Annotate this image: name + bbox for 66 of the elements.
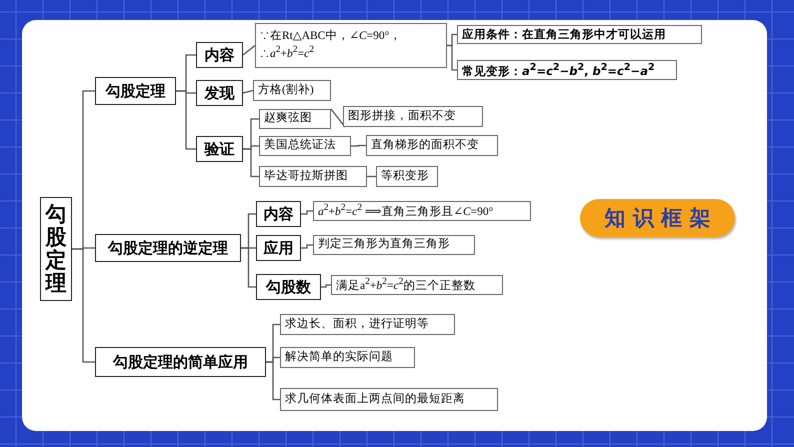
connector-line (321, 284, 331, 288)
node-label: 勾股数 (266, 278, 311, 296)
root-box (40, 197, 72, 301)
content-box (255, 23, 447, 68)
node-label: 发现 (204, 84, 234, 102)
node-label: 满足a$^{2}$+b$^{2}$=c$^{2}$的三个正整数 (336, 276, 476, 294)
node-label: 直角梯形的面积不变 (371, 138, 479, 152)
node-label: 图形拼接，面积不变 (348, 110, 456, 124)
node-label: 应用 (264, 238, 294, 258)
content-box (253, 80, 331, 101)
content-box (457, 25, 702, 44)
connector-line (242, 45, 256, 56)
connector-line (447, 44, 457, 71)
content-box (259, 166, 367, 187)
node-label: 判定三角形为直角三角形 (318, 238, 450, 252)
content-box (259, 136, 351, 156)
topic-box (196, 42, 243, 68)
content-box (259, 109, 331, 129)
node-label: 求边长、面积，进行证明等 (285, 318, 429, 332)
title-badge (580, 199, 735, 237)
topic-box (95, 347, 266, 377)
node-label: 知 识 框 架 (604, 205, 710, 232)
connector-line (243, 148, 259, 178)
node-label: 应用条件：在直角三角形中才可以运用 (462, 27, 666, 42)
connector-line (241, 247, 256, 288)
topic-box (256, 274, 321, 300)
topic-box (95, 77, 176, 105)
connector-line (301, 244, 313, 249)
node-label: 等积变形 (381, 170, 429, 184)
content-box (331, 275, 503, 295)
node-label: 毕达哥拉斯拼图 (264, 170, 348, 184)
node-label: 内容 (264, 204, 294, 224)
topic-box (196, 136, 243, 162)
content-box (343, 106, 483, 127)
content-box (313, 235, 475, 255)
content-box (313, 201, 531, 221)
connector-line (242, 90, 254, 94)
connector-line (72, 248, 95, 363)
node-label: 美国总统证法 (264, 139, 336, 153)
node-label: 解决简单的实际问题 (285, 350, 393, 364)
node-label: 勾股定理的简单应用 (113, 352, 248, 372)
content-box (457, 60, 677, 80)
topic-box (95, 234, 241, 262)
content-box (280, 347, 415, 368)
connector-line (351, 144, 366, 147)
node-label: 求几何体表面上两点间的最短距离 (285, 392, 465, 406)
node-label: 方格(割补) (258, 84, 314, 98)
node-label: 验证 (204, 140, 234, 158)
node-label: a$^{2}$+b$^{2}$=c$^{2}$ ⟹直角三角形且∠C=90° (318, 202, 494, 220)
topic-box (196, 80, 243, 106)
content-box (280, 314, 455, 335)
content-box (366, 135, 498, 156)
node-label: 内容 (204, 46, 234, 64)
content-box (280, 388, 498, 411)
node-label: 赵爽弦图 (264, 112, 312, 126)
node-label: 常见变形：a$^{2}$=c$^{2}$−b$^{2}$, b$^{2}$=c$^{2}$−a$^{2}$ (462, 62, 655, 78)
node-label: 勾股定理的逆定理 (108, 238, 228, 258)
topic-box (256, 201, 301, 227)
content-box (376, 166, 438, 187)
node-label: ∵在Rt△ABC中，∠C=90°，∴a$^{2}$+b$^{2}$=c$^{2}$ (260, 30, 402, 61)
topic-box (256, 235, 301, 261)
node-label: 勾股定理 (106, 82, 166, 100)
connector-line (176, 90, 196, 150)
connector-line (301, 210, 313, 215)
node-label: 勾股定理 (46, 202, 66, 296)
connector-line (266, 361, 280, 400)
